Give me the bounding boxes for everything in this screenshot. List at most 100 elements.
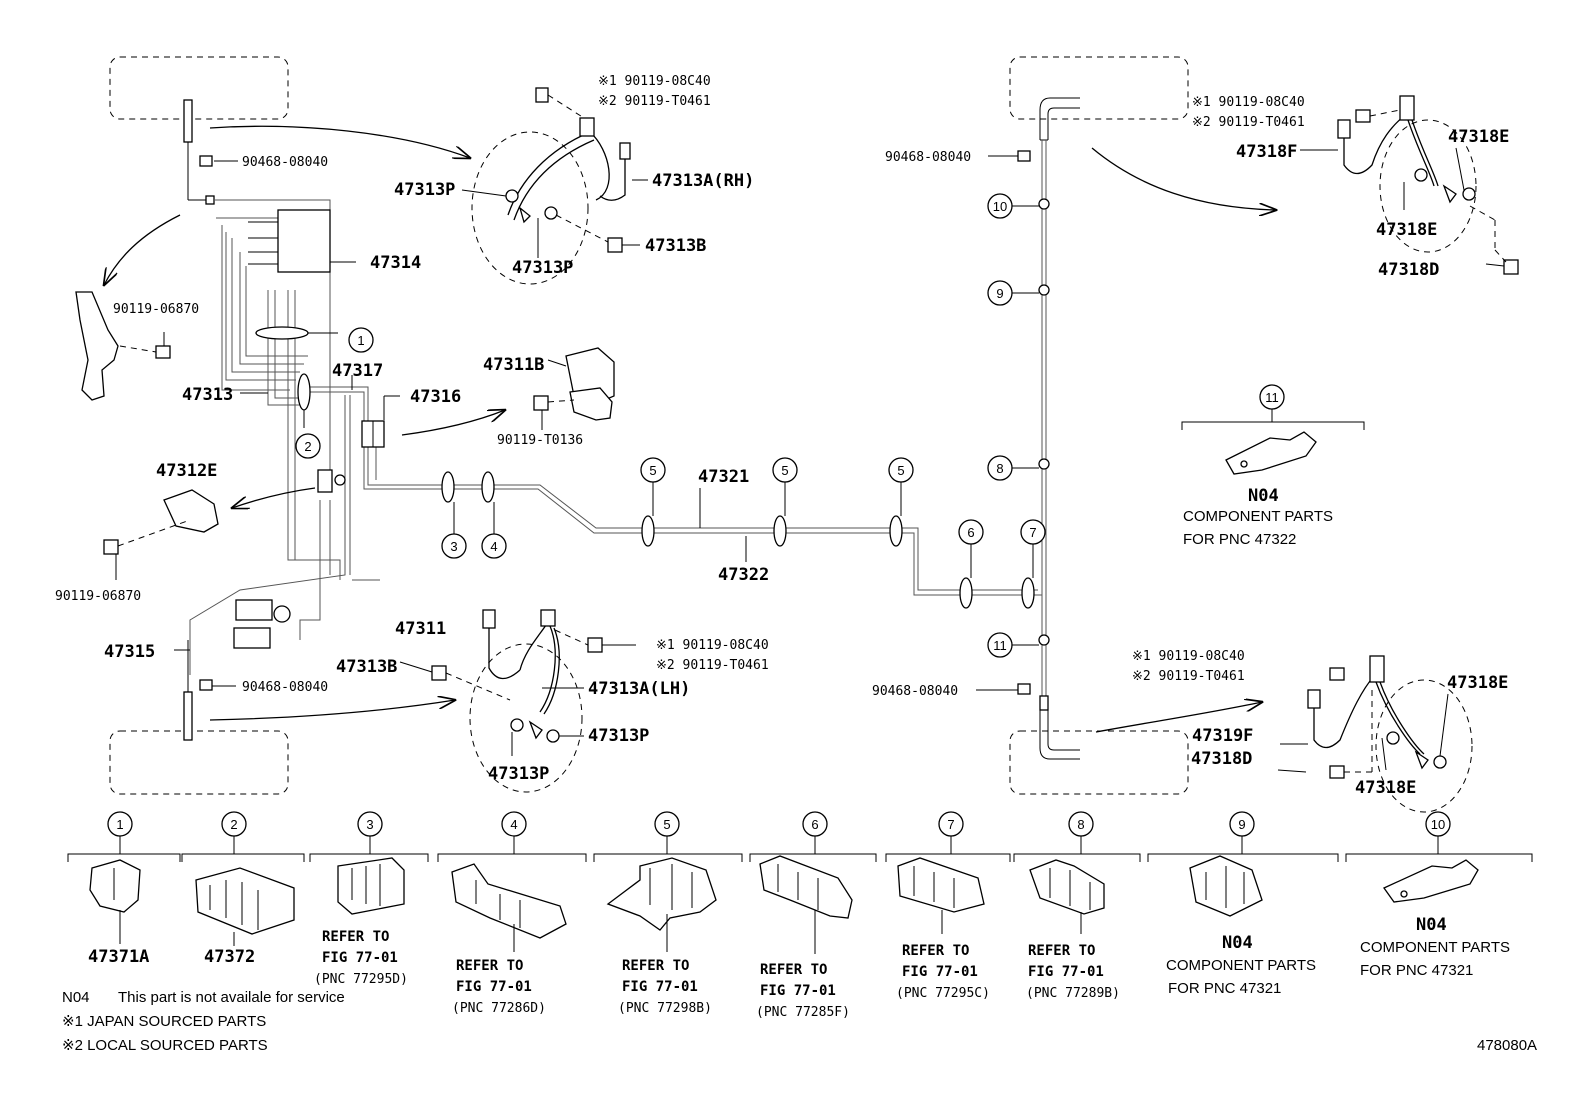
rear-rh-hose-assembly <box>1337 95 1519 275</box>
row-ref-8c: (PNC 77289B) <box>1026 986 1120 1001</box>
label-47313A-lh: 47313A(LH) <box>588 679 690 699</box>
label-tl-s1: ※1 90119-08C40 <box>598 74 711 89</box>
parts-row: 1 2 3 4 5 6 7 8 9 10 <box>67 811 1533 1020</box>
label-47318E-b: 47318E <box>1376 220 1437 240</box>
callout-4: 4 <box>481 502 507 559</box>
svg-text:4: 4 <box>510 817 517 832</box>
svg-text:1: 1 <box>357 333 364 348</box>
leader-lines <box>115 147 1505 773</box>
label-90468-br: 90468-08040 <box>872 684 958 699</box>
label-47318E-d: 47318E <box>1355 778 1416 798</box>
label-br-s2: ※2 90119-T0461 <box>1132 669 1245 684</box>
label-n04-11: N04 <box>1248 486 1279 506</box>
label-47313P-rh1: 47313P <box>394 180 455 200</box>
svg-text:10: 10 <box>993 199 1007 214</box>
row-ref-7b: FIG 77-01 <box>902 964 978 980</box>
svg-text:9: 9 <box>996 286 1003 301</box>
row-ref-10a: COMPONENT PARTS <box>1360 939 1510 956</box>
note-local: ※2 LOCAL SOURCED PARTS <box>62 1037 268 1054</box>
callouts: 1 2 3 4 5 5 5 6 7 8 9 10 11 11 <box>295 193 1285 658</box>
row-ref-9b: FOR PNC 47321 <box>1168 980 1281 997</box>
row-callout-6: 6 <box>802 811 828 837</box>
callout-3: 3 <box>441 502 467 559</box>
callout-6: 6 <box>958 519 984 578</box>
svg-text:3: 3 <box>366 817 373 832</box>
label-47318D-br: 47318D <box>1191 749 1252 769</box>
label-47311: 47311 <box>395 619 446 639</box>
label-47318E-c: 47318E <box>1447 673 1508 693</box>
valve-block-47314 <box>248 209 331 273</box>
clip-10-drawing <box>1383 859 1479 903</box>
label-comp-11a: COMPONENT PARTS <box>1183 508 1333 525</box>
row-pn-1: 47371A <box>88 947 149 967</box>
svg-text:2: 2 <box>304 439 311 454</box>
row-callout-5: 5 <box>654 811 680 837</box>
row-callout-2: 2 <box>221 811 247 837</box>
clip-1-drawing <box>89 859 141 944</box>
label-90119-06870-a: 90119-06870 <box>113 302 199 317</box>
callout-9: 9 <box>987 280 1039 306</box>
svg-text:8: 8 <box>996 461 1003 476</box>
misc-left-parts <box>75 291 615 649</box>
detail-11 <box>1181 409 1365 475</box>
row-ref-3b: FIG 77-01 <box>322 950 398 966</box>
label-90119-06870-b: 90119-06870 <box>55 589 141 604</box>
row-pn-10: N04 <box>1416 915 1447 935</box>
label-tr-s2: ※2 90119-T0461 <box>1192 115 1305 130</box>
label-br-s1: ※1 90119-08C40 <box>1132 649 1245 664</box>
svg-text:5: 5 <box>649 463 656 478</box>
row-pn-9: N04 <box>1222 933 1253 953</box>
row-ref-6c: (PNC 77285F) <box>756 1005 850 1020</box>
label-47318D-tr: 47318D <box>1378 260 1439 280</box>
label-47318F: 47318F <box>1236 142 1297 162</box>
svg-text:5: 5 <box>663 817 670 832</box>
row-ref-7c: (PNC 77295C) <box>896 986 990 1001</box>
label-tl-s2: ※2 90119-T0461 <box>598 94 711 109</box>
clip-6-drawing <box>759 855 853 954</box>
row-ref-4b: FIG 77-01 <box>456 979 532 995</box>
label-47321: 47321 <box>698 467 749 487</box>
clip-2-drawing <box>195 867 295 946</box>
label-47313P-lh1: 47313P <box>588 726 649 746</box>
callout-5b: 5 <box>772 457 798 516</box>
clip-4-drawing <box>451 863 567 952</box>
row-ref-6b: FIG 77-01 <box>760 983 836 999</box>
label-47311B: 47311B <box>483 355 544 375</box>
label-47322: 47322 <box>718 565 769 585</box>
row-callout-1: 1 <box>107 811 133 837</box>
note-n04-text: This part is not availale for service <box>118 989 345 1006</box>
label-47312E: 47312E <box>156 461 217 481</box>
label-90468-bl: 90468-08040 <box>242 680 328 695</box>
row-ref-3a: REFER TO <box>322 929 389 945</box>
row-ref-6a: REFER TO <box>760 962 827 978</box>
label-47318E-a: 47318E <box>1448 127 1509 147</box>
label-90119-T0136: 90119-T0136 <box>497 433 583 448</box>
svg-text:11: 11 <box>1265 390 1279 405</box>
label-tr-s1: ※1 90119-08C40 <box>1192 95 1305 110</box>
svg-text:3: 3 <box>450 539 457 554</box>
left-brake-pipes <box>183 99 1042 741</box>
svg-text:5: 5 <box>897 463 904 478</box>
row-ref-8a: REFER TO <box>1028 943 1095 959</box>
label-bl-s2: ※2 90119-T0461 <box>656 658 769 673</box>
lh-hose-assembly <box>431 609 603 793</box>
rear-lh-hose-assembly <box>1307 655 1473 813</box>
diagram-labels: 90468-08040 47314 90119-06870 47317 4731… <box>55 74 1509 798</box>
svg-text:5: 5 <box>781 463 788 478</box>
svg-text:1: 1 <box>116 817 123 832</box>
callout-11: 11 <box>987 632 1039 658</box>
label-47313B-rh: 47313B <box>645 236 706 256</box>
callout-8: 8 <box>987 455 1039 481</box>
callout-5c: 5 <box>888 457 914 516</box>
svg-text:6: 6 <box>811 817 818 832</box>
clip-9-drawing <box>1189 855 1263 917</box>
callout-11-detail: 11 <box>1259 384 1285 410</box>
row-callout-3: 3 <box>357 811 383 837</box>
label-47317: 47317 <box>332 361 383 381</box>
row-ref-5c: (PNC 77298B) <box>618 1001 712 1016</box>
row-callout-10: 10 <box>1425 811 1451 837</box>
callout-5a: 5 <box>640 457 666 516</box>
main-run-clamps <box>441 471 1035 609</box>
row-ref-10b: FOR PNC 47321 <box>1360 962 1473 979</box>
